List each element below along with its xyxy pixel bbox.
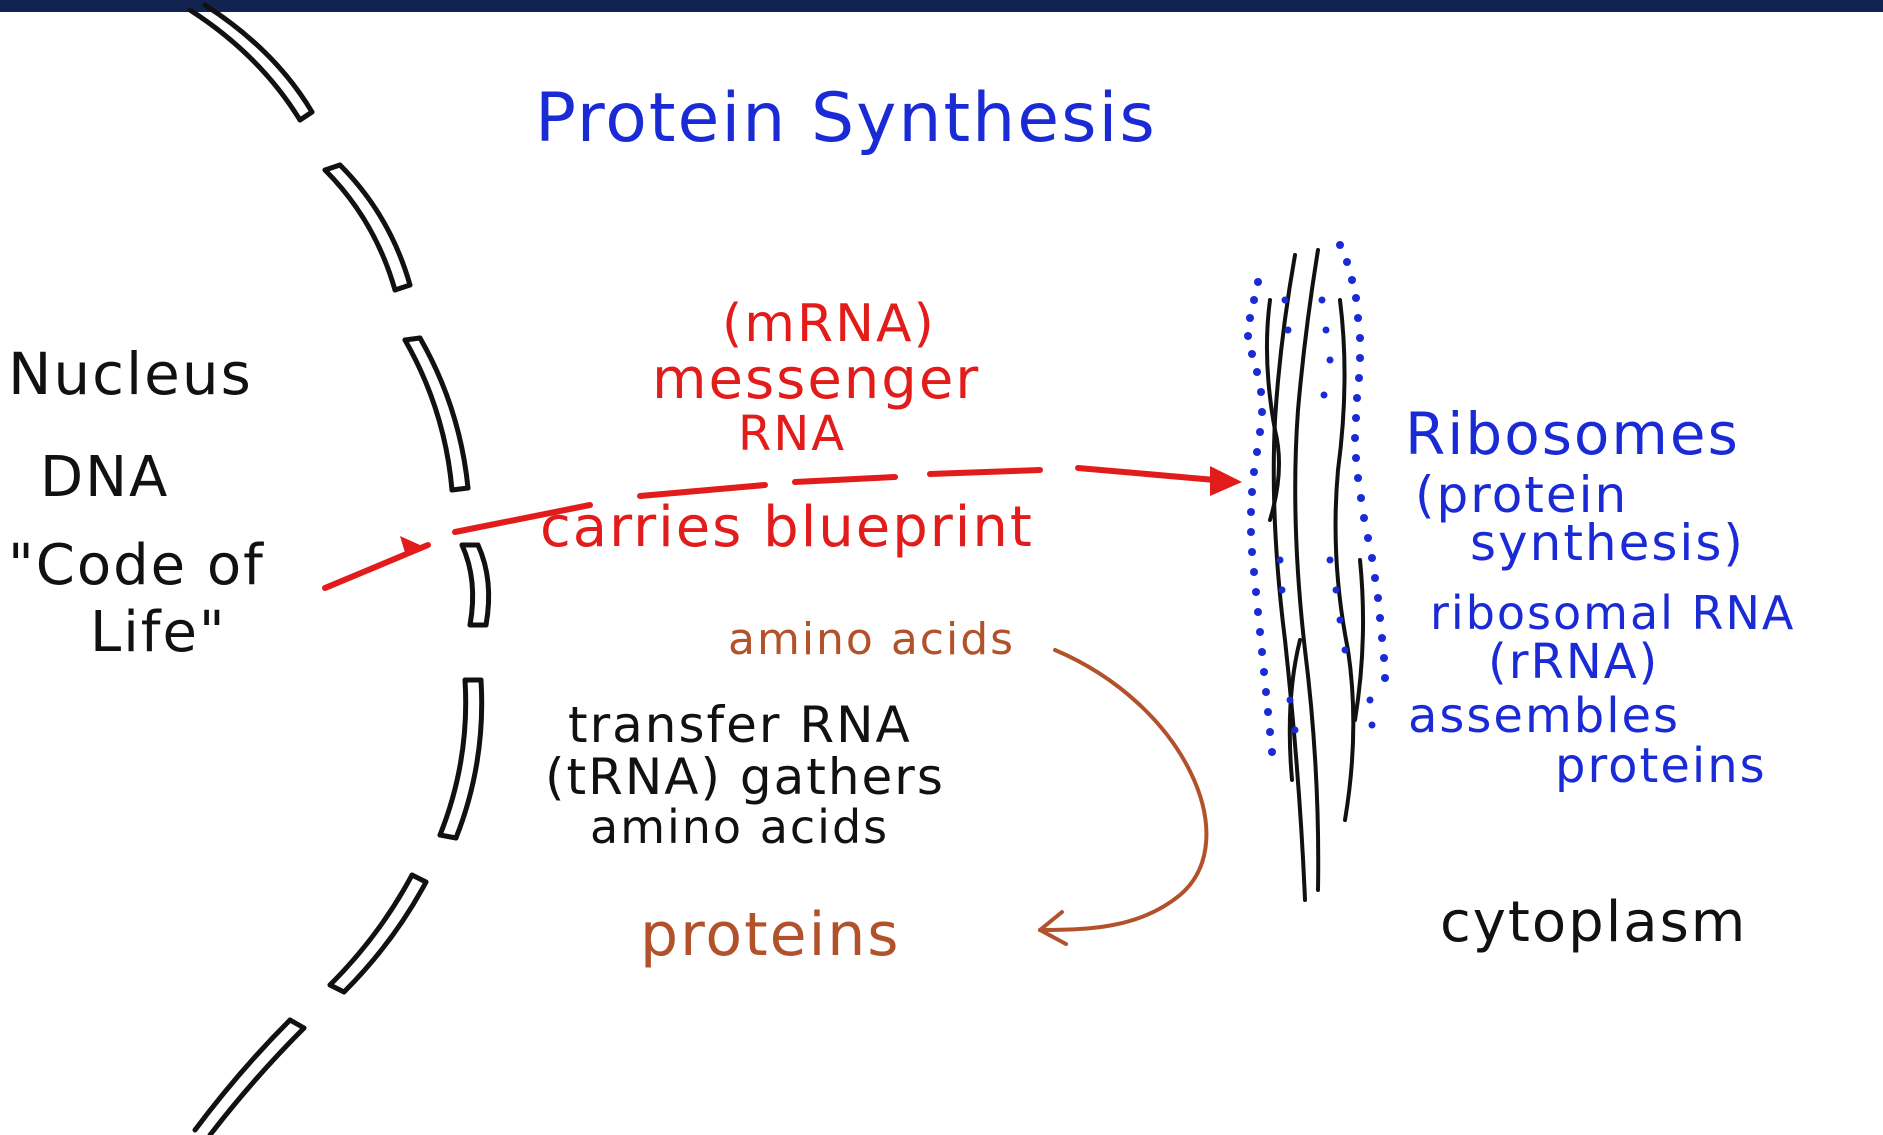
messenger-label: messenger bbox=[652, 352, 980, 408]
amino-arrow-icon bbox=[1040, 650, 1206, 944]
proteins-label: proteins bbox=[640, 905, 901, 965]
assembles-proteins-label: proteins bbox=[1555, 742, 1767, 790]
protein-synthesis-line1: (protein bbox=[1415, 470, 1628, 520]
transfer-rna-line2: (tRNA) gathers bbox=[545, 752, 945, 802]
carries-blueprint-label: carries blueprint bbox=[540, 500, 1034, 556]
transfer-rna-line3: amino acids bbox=[590, 804, 889, 850]
mrna-abbrev: (mRNA) bbox=[722, 298, 936, 350]
rough-er-icon bbox=[1244, 241, 1389, 900]
rrna-abbrev: (rRNA) bbox=[1488, 638, 1659, 686]
rna-label: RNA bbox=[738, 410, 846, 458]
transfer-rna-line1: transfer RNA bbox=[568, 700, 912, 750]
code-of-life-line1: "Code of bbox=[8, 538, 265, 594]
protein-synthesis-line2: synthesis) bbox=[1470, 518, 1745, 568]
ribosomes-title: Ribosomes bbox=[1405, 405, 1740, 463]
nucleus-label: Nucleus bbox=[8, 345, 253, 403]
code-of-life-line2: Life" bbox=[90, 605, 227, 661]
dna-label: DNA bbox=[40, 450, 169, 506]
cytoplasm-label: cytoplasm bbox=[1440, 895, 1747, 951]
ribosomal-rna-label: ribosomal RNA bbox=[1430, 590, 1795, 636]
assembles-label: assembles bbox=[1408, 692, 1680, 740]
amino-acids-top-label: amino acids bbox=[728, 618, 1015, 662]
diagram-title: Protein Synthesis bbox=[535, 85, 1157, 153]
